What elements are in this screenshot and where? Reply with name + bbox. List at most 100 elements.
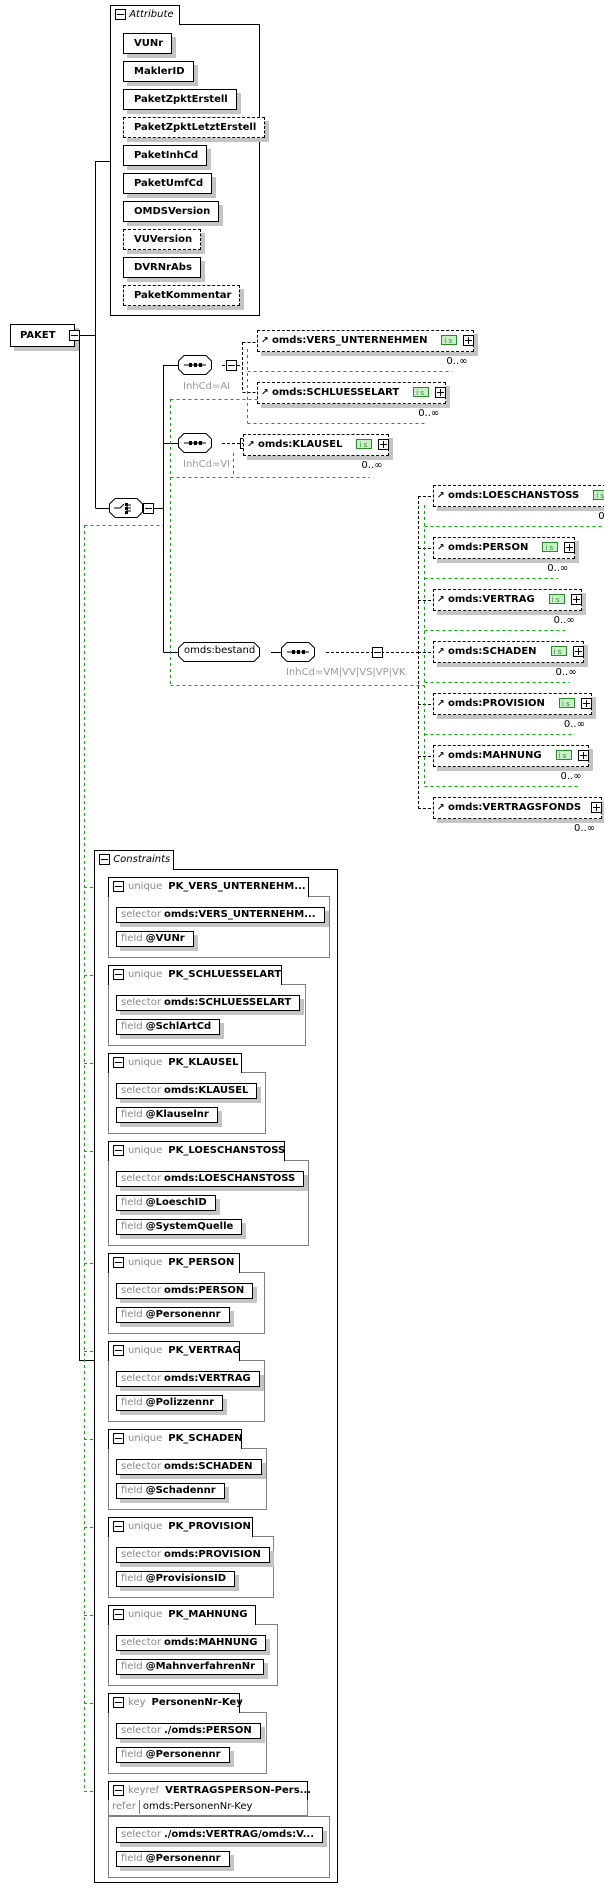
attribute-item[interactable]: VUNr bbox=[123, 33, 173, 54]
attribute-item[interactable]: DVRNrAbs bbox=[123, 257, 201, 278]
expand-icon[interactable] bbox=[564, 542, 576, 553]
collapse-icon[interactable] bbox=[113, 1520, 124, 1532]
selector-value: omds:LOESCHANSTOSS bbox=[163, 1173, 296, 1184]
expand-icon[interactable] bbox=[577, 750, 589, 761]
attribute-group-header[interactable]: Attribute bbox=[110, 5, 180, 25]
collapse-icon[interactable] bbox=[113, 1432, 124, 1444]
collapse-icon[interactable] bbox=[113, 1696, 124, 1708]
constraint-field[interactable]: field@Polizzennr bbox=[116, 1395, 224, 1411]
sequence-compositor-2[interactable] bbox=[178, 433, 212, 453]
collapse-icon[interactable] bbox=[113, 1608, 124, 1620]
constraint-kind: key bbox=[128, 1697, 146, 1708]
attribute-item[interactable]: PaketInhCd bbox=[123, 145, 208, 166]
element-node[interactable]: ↗omds:VERTRAG0..∞ bbox=[433, 589, 582, 626]
element-name: omds:KLAUSEL bbox=[258, 439, 343, 450]
collapse-icon[interactable] bbox=[113, 880, 124, 892]
element-node[interactable]: ↗omds:MAHNUNG0..∞ bbox=[433, 745, 589, 782]
collapse-icon[interactable] bbox=[99, 853, 110, 865]
simple-type-icon bbox=[558, 694, 575, 714]
sequence-compositor-3[interactable] bbox=[281, 642, 315, 662]
expand-icon[interactable] bbox=[463, 335, 475, 346]
choice-compositor[interactable] bbox=[109, 498, 143, 518]
selector-value: omds:PROVISION bbox=[163, 1549, 261, 1560]
constraint-field[interactable]: field@Personennr bbox=[116, 1851, 230, 1867]
element-node[interactable]: ↗omds:PERSON0..∞ bbox=[433, 537, 576, 574]
collapse-icon[interactable] bbox=[371, 647, 383, 658]
attribute-item[interactable]: OMDSVersion bbox=[123, 201, 220, 222]
collapse-icon[interactable] bbox=[113, 1144, 124, 1156]
attribute-item[interactable]: PaketUmfCd bbox=[123, 173, 213, 194]
constraint-field[interactable]: field@ProvisionsID bbox=[116, 1571, 235, 1587]
collapse-icon[interactable] bbox=[226, 360, 238, 371]
expand-icon[interactable] bbox=[572, 646, 584, 657]
attribute-item[interactable]: MaklerID bbox=[123, 61, 194, 82]
constraint-field[interactable]: field@SchlArtCd bbox=[116, 1019, 221, 1035]
collapse-icon[interactable] bbox=[113, 1784, 124, 1796]
constraint-field[interactable]: field@Personennr bbox=[116, 1307, 230, 1323]
field-label: field bbox=[121, 1221, 143, 1232]
element-name: omds:VERTRAG bbox=[448, 594, 535, 605]
collapse-icon[interactable] bbox=[143, 503, 154, 514]
collapse-icon[interactable] bbox=[113, 1256, 124, 1268]
constraint-field[interactable]: field@Personennr bbox=[116, 1747, 230, 1763]
element-node[interactable]: ↗omds:LOESCHANSTOSS0..∞ bbox=[433, 485, 604, 522]
collapse-icon[interactable] bbox=[113, 1056, 124, 1068]
collapse-icon[interactable] bbox=[68, 330, 80, 341]
constraints-group-header[interactable]: Constraints bbox=[94, 850, 174, 870]
element-node[interactable]: ↗omds:KLAUSEL0..∞ bbox=[243, 434, 390, 471]
expand-icon[interactable] bbox=[570, 594, 582, 605]
collapse-icon[interactable] bbox=[113, 1344, 124, 1356]
collapse-icon[interactable] bbox=[113, 968, 124, 980]
constraint-field[interactable]: field@MahnverfahrenNr bbox=[116, 1659, 265, 1675]
constraint-field[interactable]: field@Klauselnr bbox=[116, 1107, 218, 1123]
attribute-name: MaklerID bbox=[134, 66, 185, 77]
constraint-field[interactable]: field@VUNr bbox=[116, 931, 194, 947]
collapse-icon[interactable] bbox=[115, 8, 126, 20]
constraint-field[interactable]: field@SystemQuelle bbox=[116, 1219, 243, 1235]
element-node[interactable]: ↗omds:VERS_UNTERNEHMEN0..∞ bbox=[257, 330, 475, 367]
attribute-name: PaketInhCd bbox=[134, 150, 199, 161]
constraint-selector[interactable]: selector./omds:VERTRAG/omds:V... bbox=[116, 1827, 323, 1843]
element-node[interactable]: ↗omds:SCHLUESSELART0..∞ bbox=[257, 382, 447, 419]
constraint-field[interactable]: field@Schadennr bbox=[116, 1483, 225, 1499]
constraint-selector[interactable]: selector./omds:PERSON bbox=[116, 1723, 261, 1739]
attribute-item[interactable]: PaketZpktLetztErstell bbox=[123, 117, 266, 138]
attribute-item[interactable]: PaketKommentar bbox=[123, 285, 241, 306]
bestand-group[interactable]: omds:bestand bbox=[178, 642, 260, 662]
expand-icon[interactable] bbox=[378, 439, 390, 450]
field-label: field bbox=[121, 1749, 143, 1760]
sequence-compositor-1[interactable] bbox=[178, 355, 212, 375]
attribute-item[interactable]: VUVersion bbox=[123, 229, 202, 250]
expand-icon[interactable] bbox=[580, 698, 592, 709]
attribute-name: DVRNrAbs bbox=[134, 262, 192, 273]
constraint-kind: unique bbox=[128, 1609, 163, 1620]
expand-icon[interactable] bbox=[435, 387, 447, 398]
attribute-item[interactable]: PaketZpktErstell bbox=[123, 89, 237, 110]
expand-icon[interactable] bbox=[591, 802, 603, 813]
constraint-field[interactable]: field@LoeschID bbox=[116, 1195, 216, 1211]
element-node[interactable]: ↗omds:PROVISION0..∞ bbox=[433, 693, 592, 730]
element-node[interactable]: ↗omds:SCHADEN0..∞ bbox=[433, 641, 584, 678]
root-element-paket[interactable]: PAKET bbox=[10, 324, 80, 347]
